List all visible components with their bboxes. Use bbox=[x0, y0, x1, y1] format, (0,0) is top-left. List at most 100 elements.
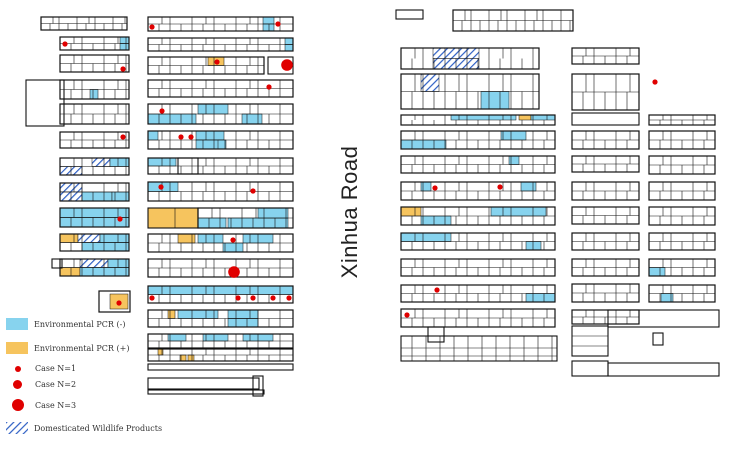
case-marker bbox=[214, 59, 220, 65]
block-outline bbox=[147, 130, 294, 150]
block-outline bbox=[648, 258, 716, 277]
block-outline bbox=[571, 232, 640, 251]
stall-pcr-negative bbox=[525, 241, 542, 251]
legend-label: Case N=1 bbox=[35, 364, 77, 373]
block-outline bbox=[571, 73, 640, 111]
block-outline bbox=[648, 206, 716, 226]
block-outline bbox=[147, 389, 265, 395]
case-marker bbox=[117, 216, 123, 222]
block-outline bbox=[147, 285, 294, 304]
stall-pcr-negative bbox=[525, 293, 556, 303]
block-outline bbox=[400, 47, 540, 70]
block-outline bbox=[571, 112, 640, 126]
block-outline bbox=[571, 155, 640, 173]
stall-pcr-negative bbox=[284, 44, 294, 52]
block-outline bbox=[59, 207, 130, 228]
stall-blocks bbox=[25, 9, 720, 397]
block-outline bbox=[147, 333, 294, 349]
case-marker bbox=[434, 287, 440, 293]
stall-pcr-negative bbox=[400, 139, 447, 150]
case-marker bbox=[159, 108, 165, 114]
block-outline bbox=[452, 9, 574, 32]
block-outline bbox=[147, 103, 294, 125]
block-outline bbox=[147, 16, 294, 32]
stall-pcr-negative bbox=[420, 215, 452, 226]
legend-label: Environmental PCR (-) bbox=[34, 319, 126, 329]
block-outline bbox=[607, 309, 720, 328]
stall-wildlife bbox=[420, 73, 440, 92]
case-marker bbox=[149, 24, 155, 30]
legend-label: Case N=2 bbox=[35, 380, 77, 389]
stall-pcr-positive bbox=[400, 206, 422, 217]
stall-pcr-negative bbox=[59, 207, 130, 218]
stall-pcr-negative bbox=[111, 191, 130, 202]
block-outline bbox=[252, 375, 264, 397]
block-outline bbox=[59, 182, 130, 202]
block-outline bbox=[59, 54, 130, 73]
case-marker bbox=[120, 134, 126, 140]
stall-pcr-positive bbox=[59, 233, 79, 243]
block-outline bbox=[648, 114, 716, 126]
case-marker bbox=[178, 134, 184, 140]
legend-item-pcr-positive: Environmental PCR (+) bbox=[6, 342, 129, 354]
block-outline bbox=[607, 362, 720, 377]
case-marker bbox=[116, 300, 122, 306]
block-outline bbox=[147, 233, 294, 253]
legend-label: Domesticated Wildlife Products bbox=[34, 423, 163, 433]
block-outline bbox=[147, 377, 260, 390]
stall-pcr-negative bbox=[202, 333, 229, 342]
stall-pcr-negative bbox=[227, 318, 259, 328]
stall-wildlife bbox=[77, 233, 101, 243]
stall-pcr-negative bbox=[81, 191, 113, 202]
block-outline bbox=[147, 37, 294, 52]
case-marker bbox=[120, 66, 126, 72]
stall-pcr-positive bbox=[147, 207, 199, 229]
case-2-dot-icon bbox=[13, 380, 22, 389]
block-outline bbox=[147, 157, 294, 175]
block-outline bbox=[571, 360, 609, 377]
block-outline bbox=[400, 284, 556, 303]
case-marker bbox=[188, 134, 194, 140]
case-marker bbox=[62, 41, 68, 47]
case-marker bbox=[149, 295, 155, 301]
case-marker bbox=[266, 84, 272, 90]
block-outline bbox=[400, 155, 556, 174]
stall-pcr-negative bbox=[530, 114, 556, 121]
stall-pcr-negative bbox=[648, 267, 666, 277]
block-outline bbox=[395, 9, 424, 20]
legend: Environmental PCR (-) Environmental PCR … bbox=[6, 316, 206, 446]
block-outline bbox=[400, 258, 556, 277]
stall-pcr-negative bbox=[99, 233, 130, 243]
block-outline bbox=[571, 47, 640, 65]
stall-pcr-negative bbox=[119, 43, 130, 51]
legend-label: Environmental PCR (+) bbox=[34, 343, 130, 353]
block-outline bbox=[59, 36, 130, 51]
block-outline bbox=[59, 157, 130, 176]
stall-pcr-negative bbox=[197, 103, 229, 115]
case-marker bbox=[281, 59, 293, 71]
pcr-positive-swatch bbox=[6, 342, 28, 354]
case-marker bbox=[270, 295, 276, 301]
block-outline bbox=[147, 79, 294, 98]
stall-pcr-negative bbox=[500, 130, 527, 141]
block-outline bbox=[648, 232, 716, 251]
block-outline bbox=[648, 284, 716, 303]
stall-pcr-negative bbox=[490, 206, 547, 217]
block-outline bbox=[267, 56, 294, 75]
block-outline bbox=[177, 157, 199, 175]
case-marker bbox=[228, 266, 240, 278]
block-outline bbox=[571, 130, 640, 150]
stall-pcr-positive bbox=[177, 233, 196, 244]
block-outline bbox=[400, 130, 556, 150]
stall-wildlife bbox=[91, 157, 111, 167]
block-outline bbox=[147, 258, 294, 278]
legend-label: Case N=3 bbox=[35, 400, 77, 410]
block-outline bbox=[197, 207, 294, 229]
block-outline bbox=[400, 114, 556, 126]
stall-pcr-negative bbox=[147, 113, 197, 125]
wildlife-hatch-swatch bbox=[6, 422, 28, 434]
block-outline bbox=[147, 309, 294, 328]
block-outline bbox=[40, 16, 128, 31]
stall-pcr-negative bbox=[81, 242, 130, 252]
stall-pcr-negative bbox=[89, 89, 99, 100]
